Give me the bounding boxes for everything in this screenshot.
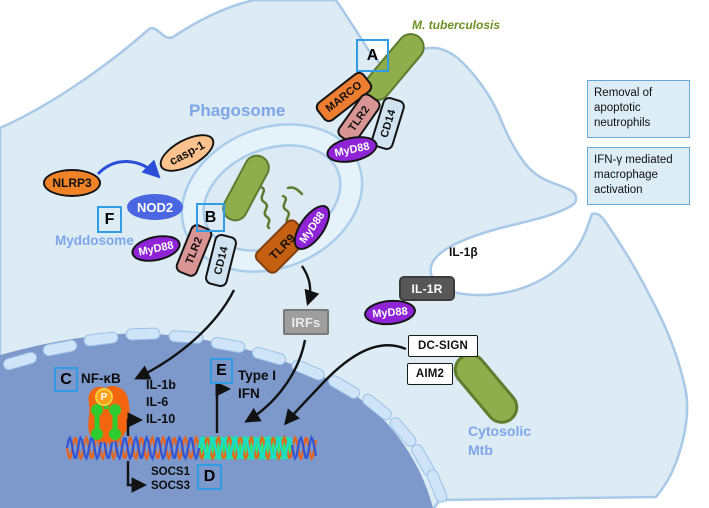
arrow-dna-to-typeifn — [215, 381, 232, 433]
cytosolic-mtb-label: Cytosolic Mtb — [468, 422, 531, 460]
cytokine-il6: IL-6 — [146, 395, 169, 409]
m-tuberculosis-label: M. tuberculosis — [412, 18, 501, 32]
nuclear-envelope — [2, 327, 448, 503]
arrow-dna-to-socs — [126, 461, 148, 493]
arrow-tlr9-to-irfs — [301, 265, 320, 306]
section-label-a: A — [356, 39, 389, 72]
myddosome-label: Myddosome — [55, 233, 134, 248]
arrow-dna-to-cytokines — [126, 412, 144, 436]
cytokine-il10: IL-10 — [146, 412, 176, 426]
infobox-ifng-activation: IFN-γ mediated macrophage activation — [587, 147, 690, 205]
section-label-c: C — [54, 367, 78, 392]
cytosolic-mtb-label-line1: Cytosolic — [468, 423, 532, 439]
phosphorylation-badge: P — [95, 388, 113, 406]
aim2-sensor: AIM2 — [407, 363, 453, 385]
socs1-label: SOCS1 — [151, 466, 190, 478]
socs-output-list: SOCS1 SOCS3 — [151, 465, 190, 494]
dc-sign-receptor: DC-SIGN — [408, 335, 478, 357]
arrow-tlr2-to-nfkb — [134, 289, 236, 380]
secreted-il1b-label: IL-1β — [449, 245, 478, 259]
section-label-e: E — [210, 358, 233, 384]
irfs-factor: IRFs — [283, 309, 329, 335]
section-label-d: D — [197, 464, 222, 490]
type1-ifn-line1: Type I — [238, 368, 277, 383]
section-label-b: B — [196, 203, 225, 232]
arrow-dcsign-to-dna — [284, 344, 407, 426]
arrow-nlrp3-to-casp1 — [96, 159, 161, 179]
phagosome-label: Phagosome — [189, 101, 286, 120]
nlrp3-inflammasome: NLRP3 — [43, 169, 101, 197]
nfkb-label: NF-κB — [81, 371, 121, 386]
cytokine-il1b: IL-1b — [146, 378, 176, 392]
cytokine-output-list: IL-1b IL-6 IL-10 — [146, 377, 176, 428]
type1-ifn-label: Type I IFN — [238, 367, 276, 402]
signal-arrows — [126, 265, 407, 493]
nod2-sensor: NOD2 — [127, 194, 183, 220]
type1-ifn-line2: IFN — [238, 385, 260, 401]
socs3-label: SOCS3 — [151, 480, 190, 493]
arrow-irfs-to-dna — [244, 339, 307, 423]
section-label-f: F — [97, 206, 122, 233]
infobox-removal-neutrophils: Removal of apoptotic neutrophils — [587, 80, 690, 138]
il1r-receptor: IL-1R — [399, 276, 455, 301]
cytosolic-mtb-label-line2: Mtb — [468, 441, 493, 458]
